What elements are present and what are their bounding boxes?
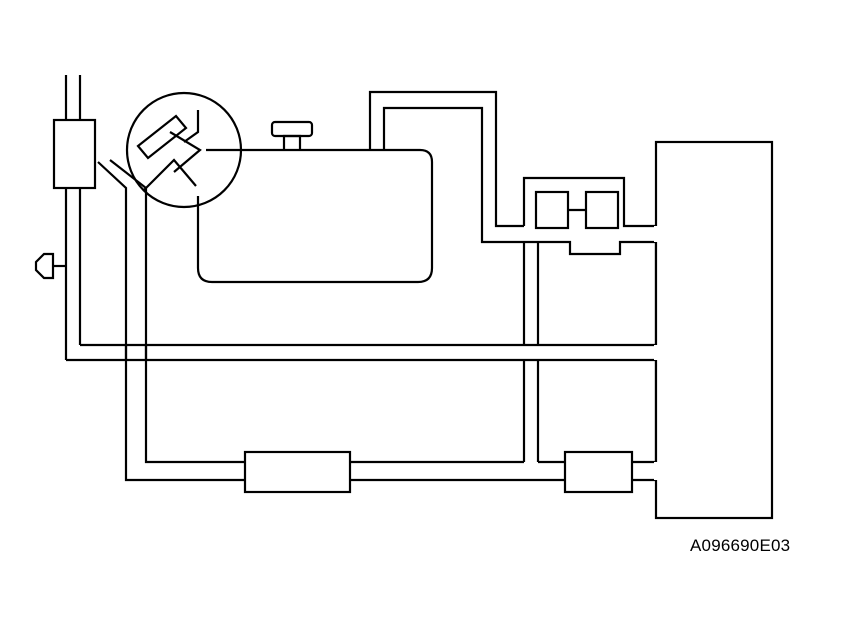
reference-code: A096690E03	[690, 536, 791, 555]
magnified-detail	[125, 91, 243, 209]
valve-block	[522, 176, 656, 230]
vertical-branch-pipes	[522, 242, 658, 462]
side-cap-component	[34, 252, 66, 280]
left-inlet-pipe	[64, 75, 82, 360]
inline-filter-component	[52, 118, 97, 190]
main-horizontal-pipes	[66, 343, 656, 362]
lower-pipes	[350, 460, 656, 482]
filler-cap	[270, 120, 314, 138]
reservoir-tank	[196, 134, 434, 284]
upper-return-pipe	[368, 90, 656, 256]
lower-right-component	[563, 450, 634, 494]
lower-left-component	[243, 450, 352, 494]
angled-feed-pipe	[97, 159, 245, 482]
main-module	[654, 140, 774, 520]
